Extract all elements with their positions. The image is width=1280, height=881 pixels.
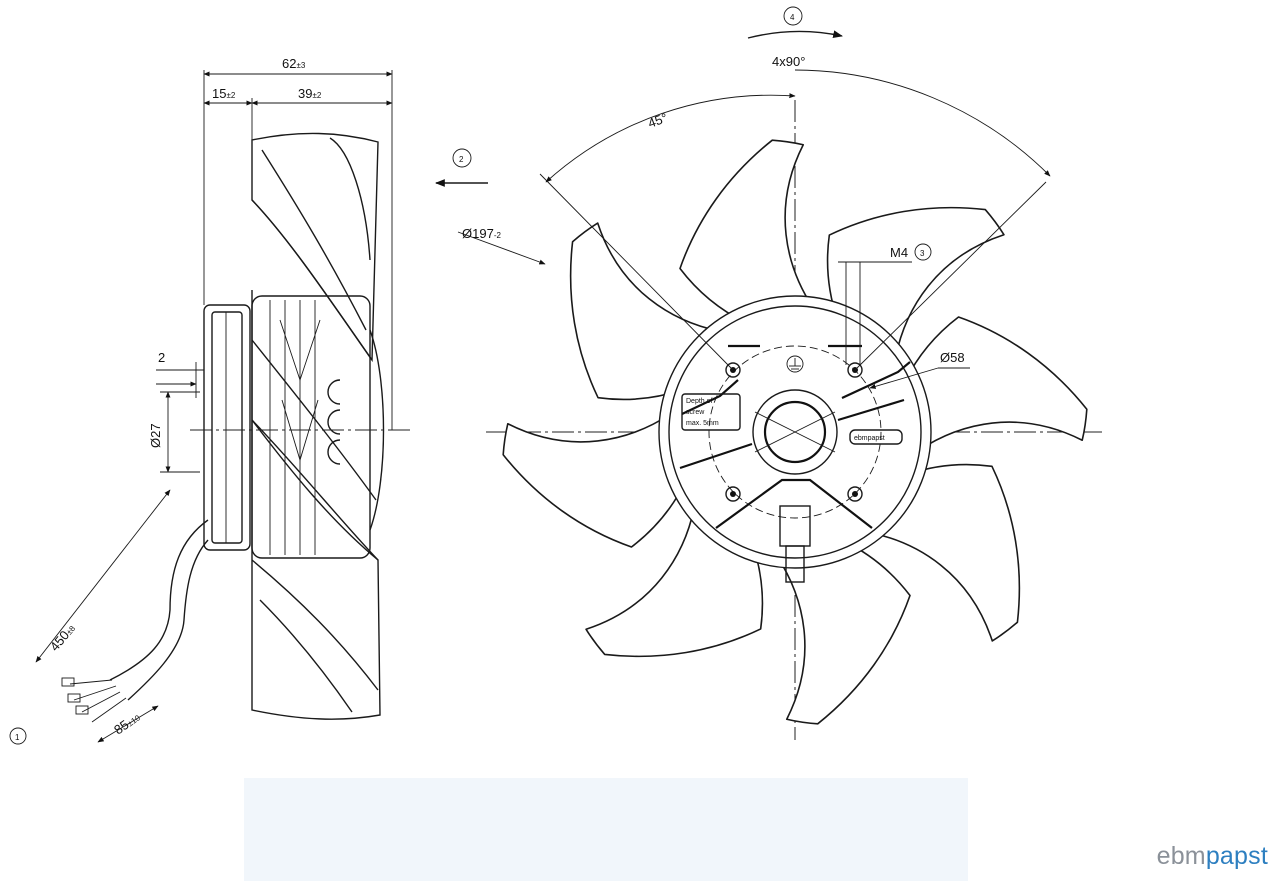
mount-diameter-label: Ø58 <box>940 350 965 365</box>
rotor-fins <box>269 300 321 555</box>
earth-symbol <box>786 355 804 373</box>
front-view: Depth of screw max. 5mm ebmpapst Ø197-2 … <box>435 6 1107 744</box>
hub-bore-outer <box>752 389 838 475</box>
hub-logo-plate <box>849 429 903 445</box>
callout-2-label: 2 <box>459 155 464 164</box>
callout-4-label: 4 <box>790 13 795 22</box>
rotor-hub <box>251 295 371 559</box>
callout-4-circle <box>783 6 803 26</box>
hub-text-line3: max. 5mm <box>686 420 719 427</box>
callout-1-label: 1 <box>15 733 20 742</box>
motor-housing <box>203 304 251 551</box>
blade-depth-label: 39±2 <box>298 86 322 101</box>
thread-label: M4 <box>890 245 908 260</box>
rotation-arrow <box>747 30 843 39</box>
hub-bore <box>763 400 827 464</box>
screw-depth-plate <box>681 393 741 431</box>
brand-part-papst: papst <box>1205 842 1268 870</box>
hub-diameter-label: Ø27 <box>148 423 163 448</box>
hub-text-line1: Depth of <box>686 398 713 405</box>
outer-diameter-label: Ø197-2 <box>462 226 501 241</box>
callout-1-circle <box>9 727 27 745</box>
gap-label: 2 <box>158 350 165 365</box>
hub-text-line2: screw <box>686 409 705 416</box>
angle-4x90-label: 4x90° <box>772 54 805 69</box>
brand-logo: ebmpapst <box>1157 842 1268 871</box>
strip-length-label: 85±10 <box>111 709 143 738</box>
side-view: 62±3 15±2 39±2 2 <box>9 56 410 745</box>
angle-45-arc <box>545 93 796 183</box>
front-offset-label: 15±2 <box>212 86 236 101</box>
angle-45-label: 45° <box>646 110 670 131</box>
cable-outer <box>109 519 209 681</box>
brand-part-ebm: ebm <box>1156 842 1206 870</box>
light-blue-band <box>244 778 968 881</box>
callout-3-label: 3 <box>920 249 925 258</box>
callout-3-circle <box>914 243 932 261</box>
overall-depth-label: 62±3 <box>282 56 306 71</box>
lead-length-label: 450±8 <box>47 620 78 653</box>
callout-2-circle <box>452 148 472 168</box>
angle-4x90-arc <box>794 69 1051 177</box>
hub-logo-text: ebmpapst <box>854 435 885 442</box>
